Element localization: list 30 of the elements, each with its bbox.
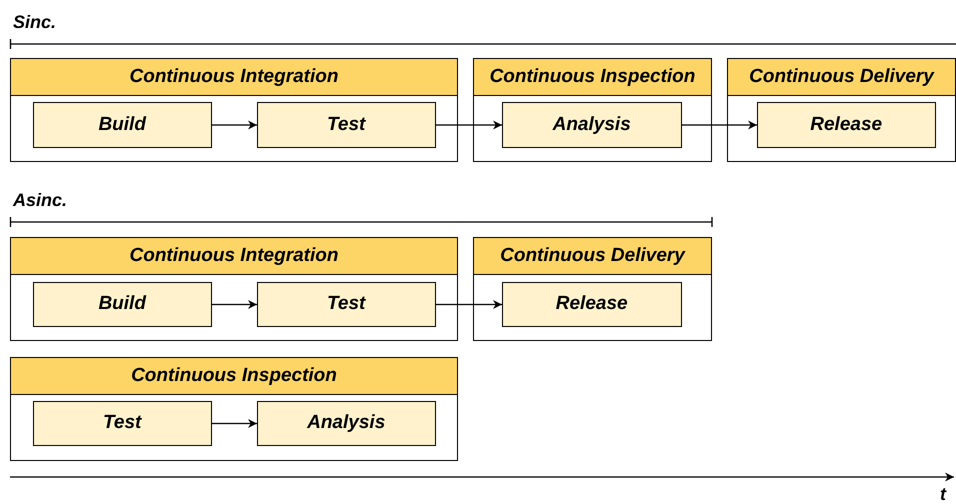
group-box	[10, 237, 458, 341]
process-box: Test	[32, 400, 212, 446]
process-box: Analysis	[502, 102, 682, 148]
group-box	[727, 58, 956, 162]
group-title: Continuous Delivery	[728, 59, 955, 96]
arrow	[436, 120, 502, 130]
process-box: Release	[502, 282, 682, 327]
axis-label: Asinc.	[13, 190, 68, 211]
process-box: Build	[32, 102, 212, 148]
group-title: Continuous Inspection	[474, 59, 711, 96]
process-box: Test	[256, 102, 436, 148]
group-title: Continuous Integration	[11, 238, 457, 275]
arrow	[212, 300, 257, 309]
arrow	[212, 120, 257, 130]
process-box: Release	[756, 102, 936, 148]
group-box	[473, 58, 712, 162]
arrow	[682, 120, 757, 130]
group-title: Continuous Integration	[11, 59, 457, 96]
axis-label: t	[940, 484, 946, 504]
group-box	[10, 58, 458, 162]
group-box	[473, 237, 712, 341]
group-box	[10, 357, 458, 461]
process-box: Test	[256, 282, 436, 327]
process-box: Analysis	[256, 400, 436, 446]
arrow	[212, 419, 257, 428]
group-title: Continuous Inspection	[11, 358, 457, 395]
axis-label: Sinc.	[13, 12, 56, 33]
group-title: Continuous Delivery	[474, 238, 711, 275]
arrow	[436, 300, 502, 309]
process-box: Build	[32, 282, 212, 327]
